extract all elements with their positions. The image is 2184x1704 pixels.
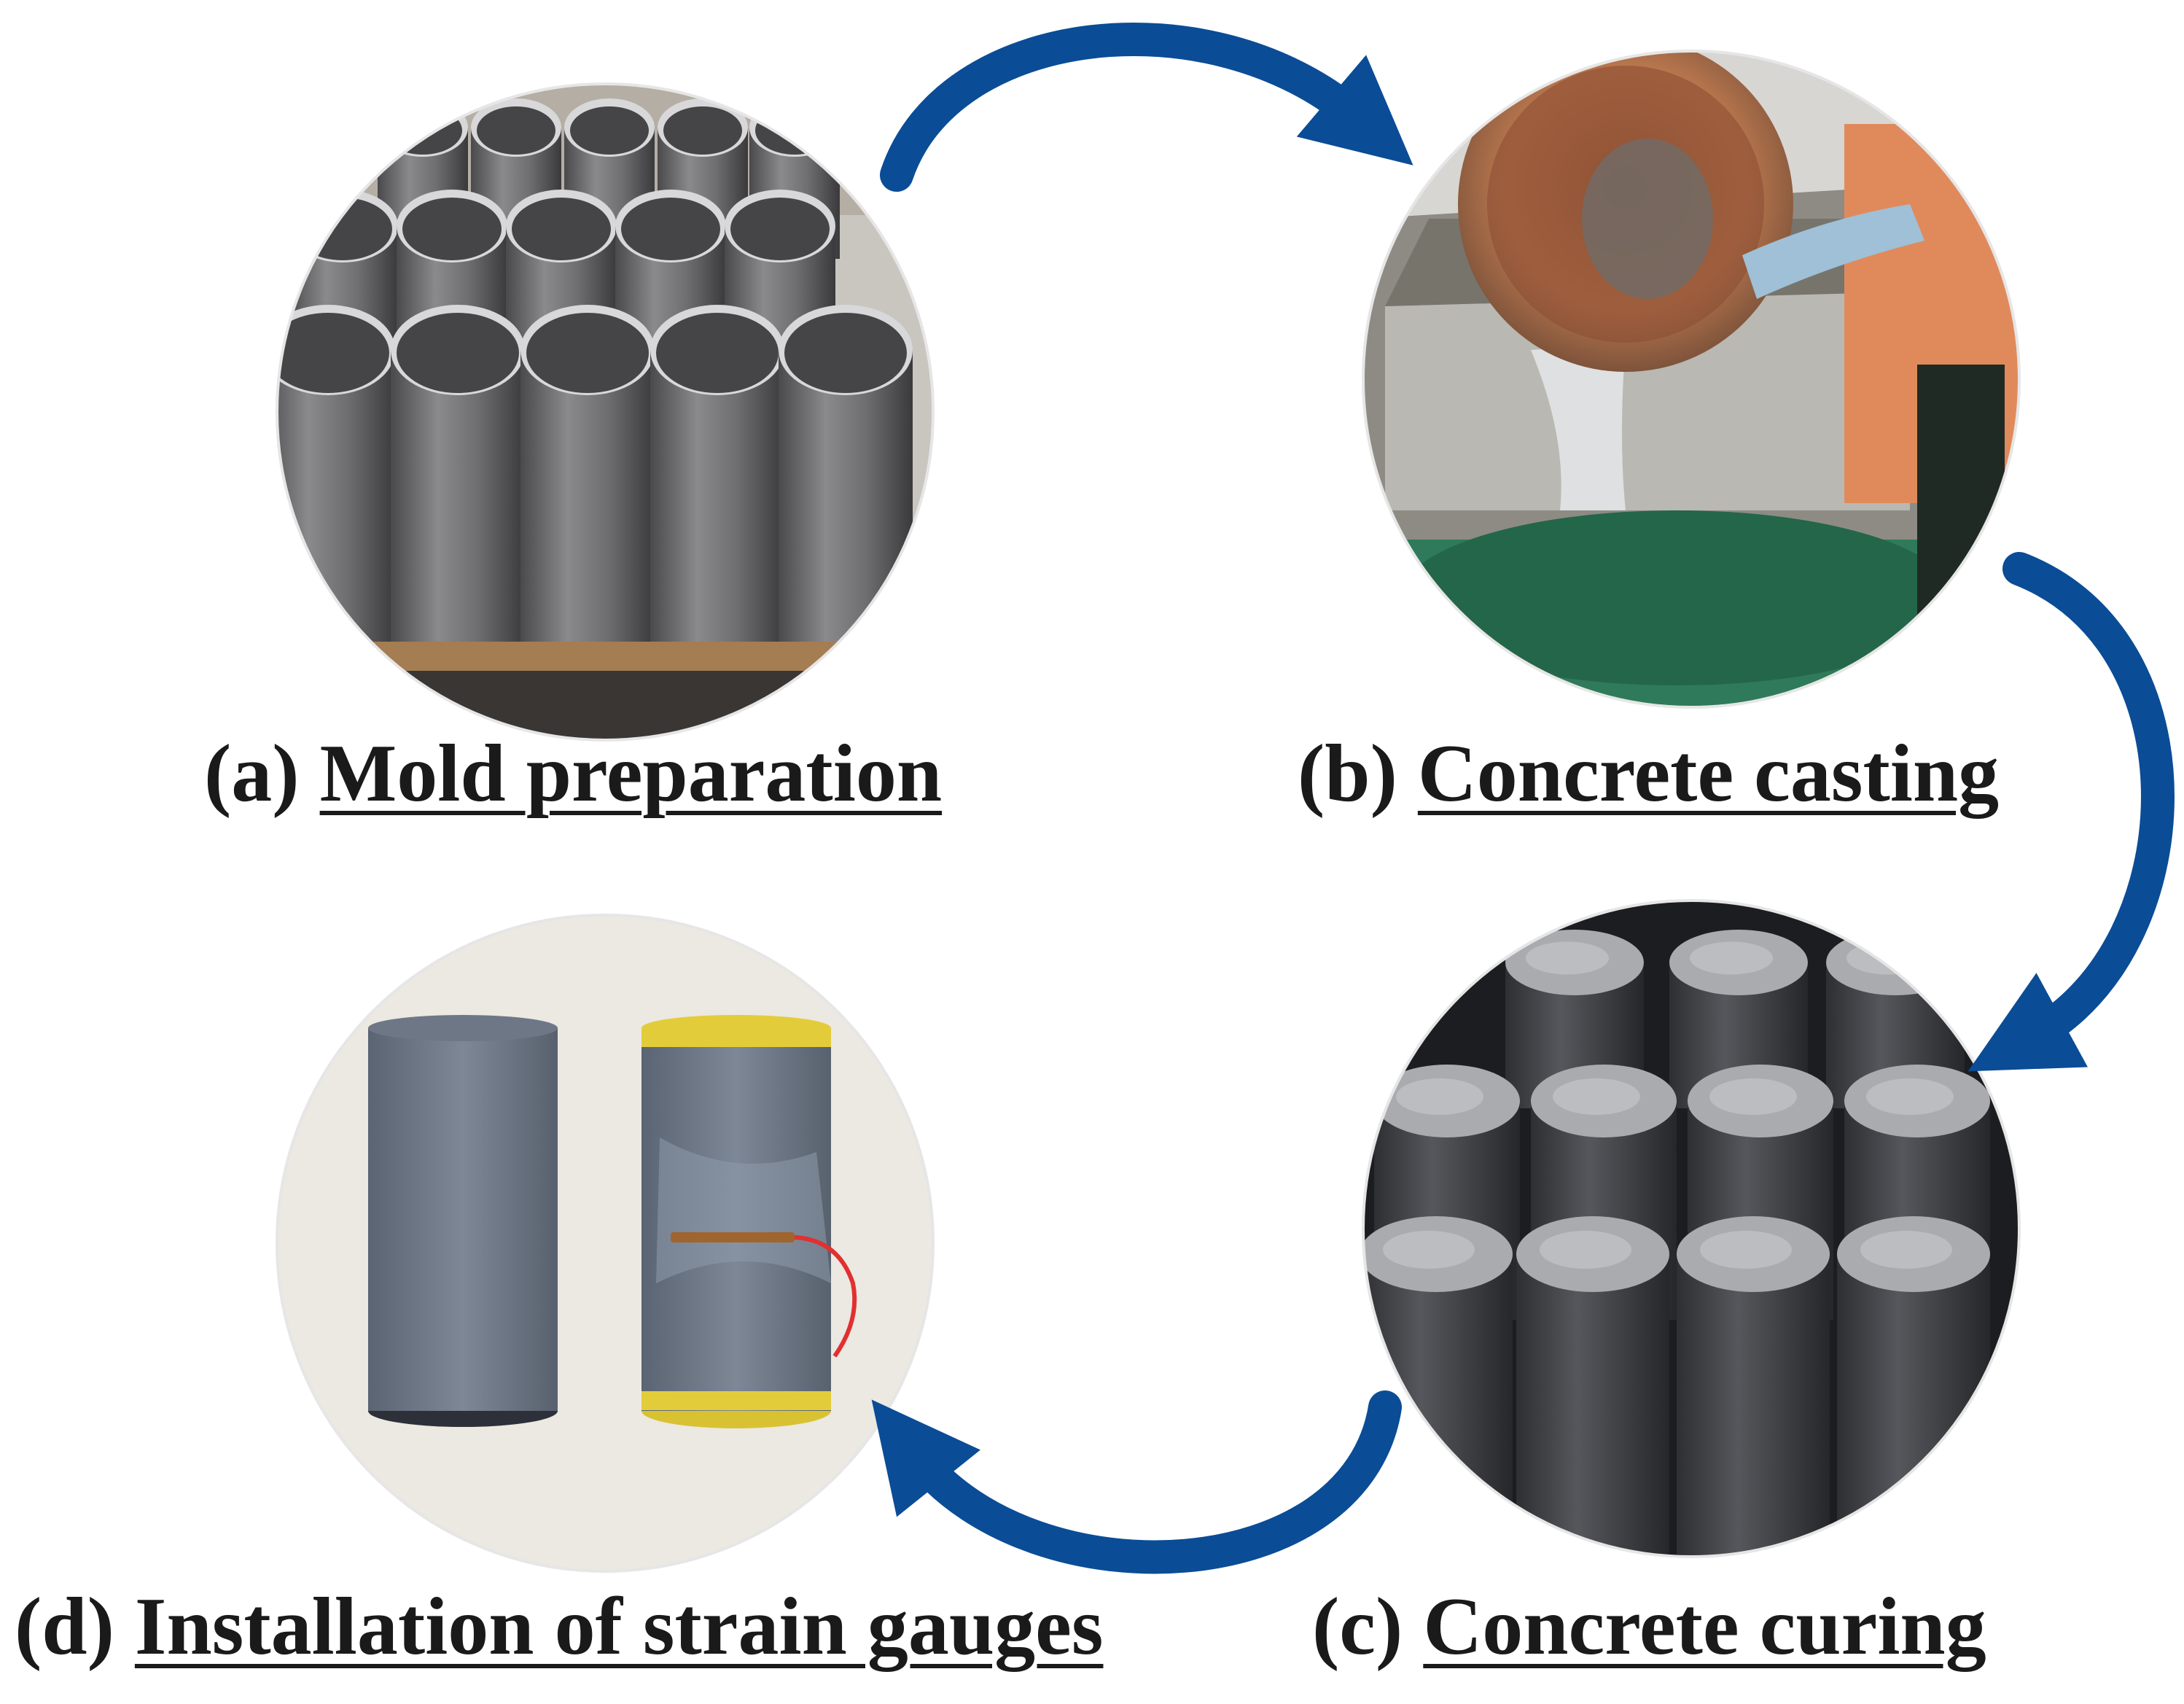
- caption-a-label: Mold preparation: [319, 728, 943, 819]
- mold-preparation-photo: [277, 84, 933, 740]
- caption-d: (d) Installation of strain gauges: [15, 1586, 1103, 1668]
- curing-cylinder: [1363, 1216, 1513, 1557]
- curing-cylinder: [1516, 1216, 1669, 1557]
- caption-a: (a) Mold preparation: [204, 733, 942, 814]
- mold-tube: [391, 305, 525, 642]
- strain-gauge-photo: [277, 915, 933, 1571]
- caption-b-letter: (b): [1298, 728, 1397, 819]
- mold-tube: [520, 305, 655, 642]
- caption-c-letter: (c): [1312, 1582, 1403, 1672]
- arrow-b-to-c: [1967, 552, 2175, 1072]
- arrow-a-to-b: [880, 23, 1413, 192]
- gauge-wire: [794, 1235, 857, 1358]
- mold-tube: [779, 305, 913, 642]
- caption-b-label: Concrete casting: [1417, 728, 2000, 819]
- mold-tube: [277, 305, 395, 642]
- caption-c-label: Concrete curing: [1423, 1582, 1986, 1672]
- arrow-c-to-d: [871, 1390, 1402, 1574]
- caption-c: (c) Concrete curing: [1312, 1586, 1986, 1668]
- caption-d-label: Installation of strain gauges: [134, 1582, 1104, 1672]
- caption-d-letter: (d): [15, 1582, 114, 1672]
- curing-cylinder: [1677, 1216, 1830, 1557]
- concrete-casting-photo: [1363, 51, 2019, 707]
- mold-tube: [650, 305, 784, 642]
- caption-a-letter: (a): [204, 728, 300, 819]
- caption-b: (b) Concrete casting: [1298, 733, 1999, 814]
